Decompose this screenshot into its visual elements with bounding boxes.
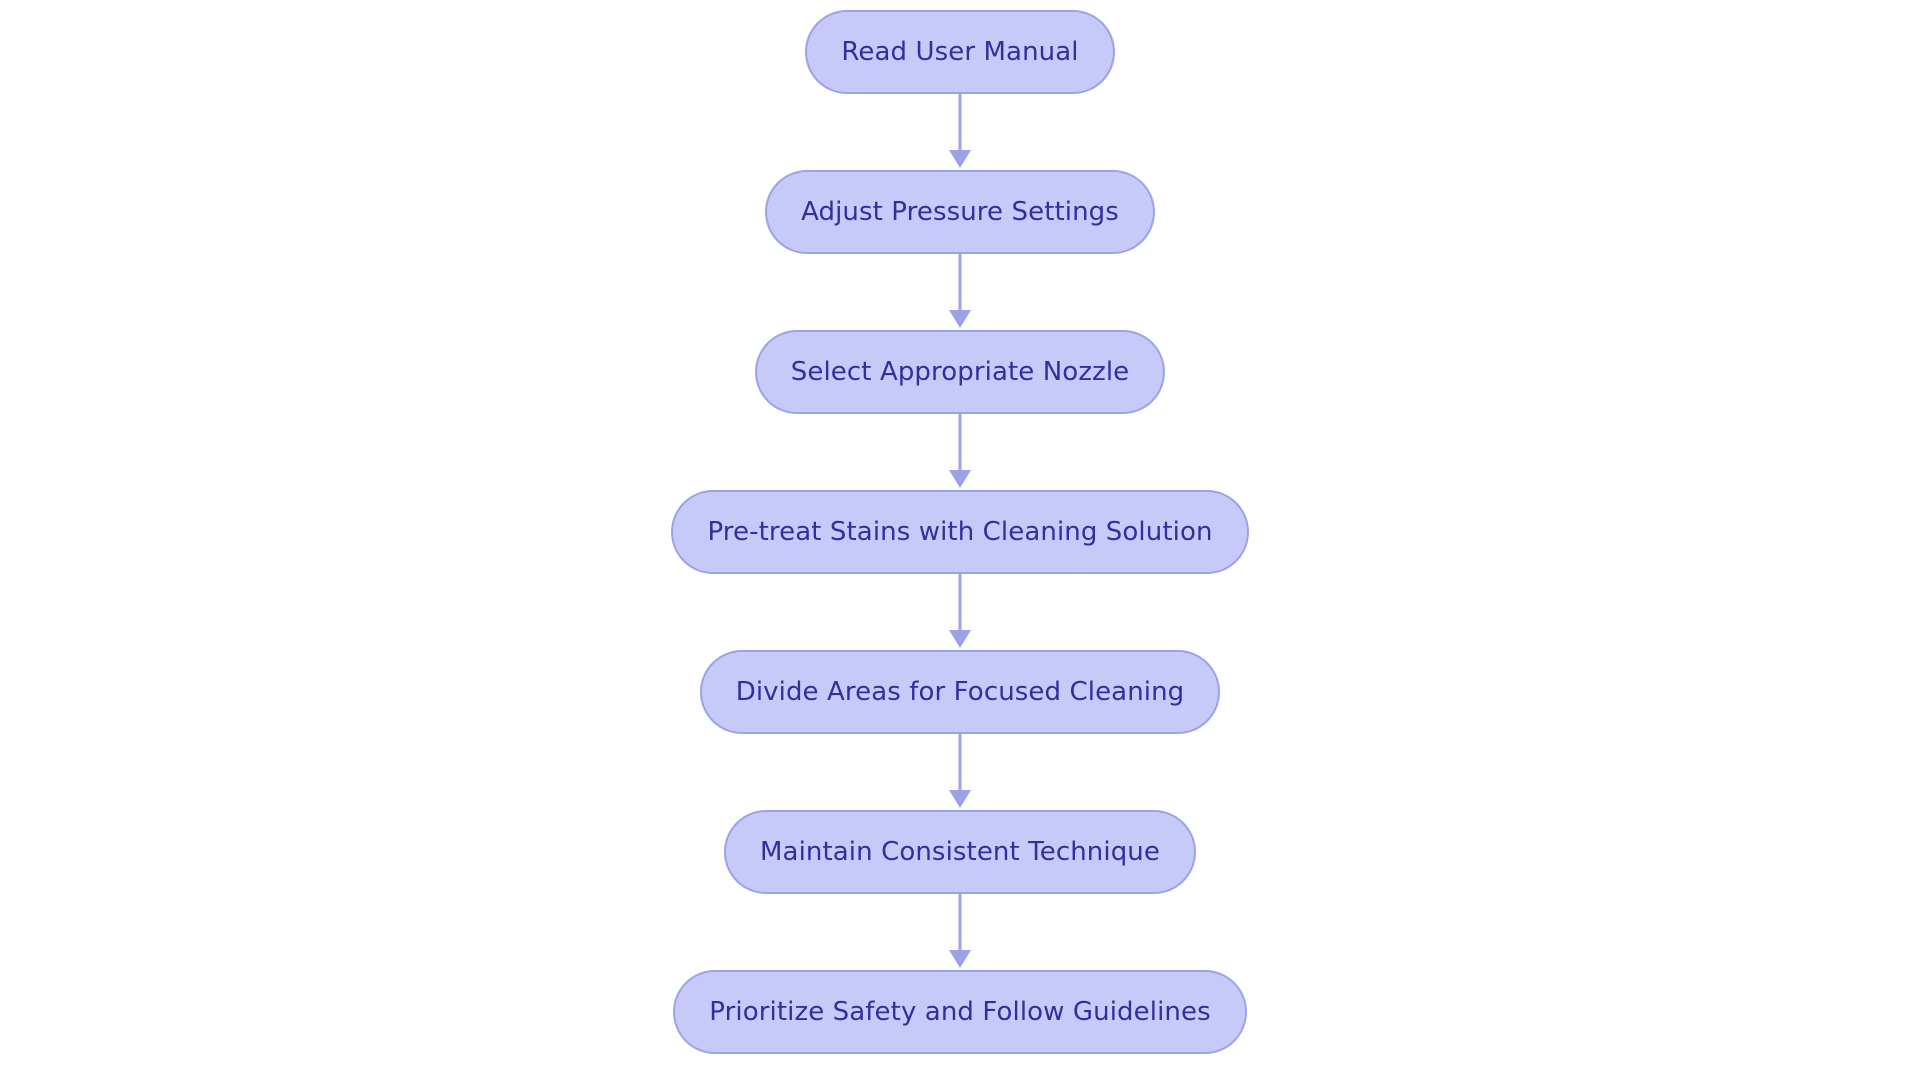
flowchart-node-label: Prioritize Safety and Follow Guidelines [709, 997, 1211, 1027]
arrow-down-icon [949, 950, 971, 968]
flowchart-node-label: Read User Manual [841, 37, 1079, 67]
flowchart-edge-n2-n3 [945, 254, 975, 330]
flowchart-edge-n5-n6 [945, 734, 975, 810]
edge-line [958, 94, 962, 154]
flowchart-node-prioritize-safety[interactable]: Prioritize Safety and Follow Guidelines [673, 970, 1247, 1054]
flowchart-node-label: Pre-treat Stains with Cleaning Solution [707, 517, 1213, 547]
arrow-down-icon [949, 790, 971, 808]
flowchart-node-pre-treat-stains[interactable]: Pre-treat Stains with Cleaning Solution [671, 490, 1249, 574]
edge-line [958, 254, 962, 314]
flowchart-edge-n4-n5 [945, 574, 975, 650]
flowchart-node-label: Select Appropriate Nozzle [790, 357, 1130, 387]
arrow-down-icon [949, 150, 971, 168]
flowchart-edge-n3-n4 [945, 414, 975, 490]
flowchart-node-label: Adjust Pressure Settings [801, 197, 1119, 227]
flowchart-node-label: Divide Areas for Focused Cleaning [735, 677, 1185, 707]
flowchart-node-maintain-consistent-technique[interactable]: Maintain Consistent Technique [724, 810, 1196, 894]
flowchart-node-adjust-pressure-settings[interactable]: Adjust Pressure Settings [765, 170, 1155, 254]
edge-line [958, 894, 962, 954]
arrow-down-icon [949, 630, 971, 648]
edge-line [958, 734, 962, 794]
edge-line [958, 574, 962, 634]
flowchart-edge-n1-n2 [945, 94, 975, 170]
arrow-down-icon [949, 470, 971, 488]
edge-line [958, 414, 962, 474]
flowchart-node-select-appropriate-nozzle[interactable]: Select Appropriate Nozzle [754, 330, 1166, 414]
flowchart-edge-n6-n7 [945, 894, 975, 970]
arrow-down-icon [949, 310, 971, 328]
flowchart-node-read-user-manual[interactable]: Read User Manual [805, 10, 1115, 94]
flowchart-node-label: Maintain Consistent Technique [760, 837, 1160, 867]
flowchart-node-divide-areas[interactable]: Divide Areas for Focused Cleaning [699, 650, 1221, 734]
